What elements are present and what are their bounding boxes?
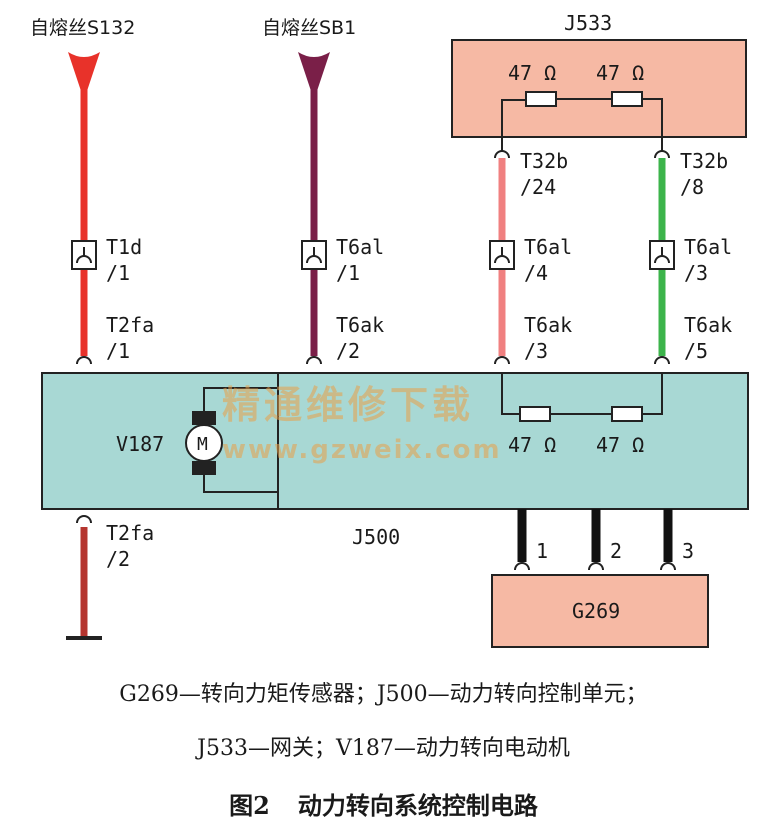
t32b8-terminal bbox=[654, 150, 670, 159]
fuse-sb1-label: 自熔丝SB1 bbox=[262, 17, 356, 39]
j533-box bbox=[451, 39, 747, 138]
j533-label: J533 bbox=[564, 11, 612, 35]
watermark-title: 精通维修下载 bbox=[222, 383, 474, 427]
t6ak2-pin: /2 bbox=[336, 339, 360, 363]
t6al4-name: T6al bbox=[524, 235, 572, 259]
t2fa2-terminal bbox=[76, 515, 92, 524]
t32b8-name: T32b bbox=[680, 149, 728, 173]
t1d-name: T1d bbox=[106, 235, 142, 259]
j500-resistor-2-label: 47 Ω bbox=[596, 433, 644, 457]
connector-t6al-3 bbox=[649, 240, 675, 270]
t6ak5-terminal bbox=[654, 356, 670, 365]
j500-label: J500 bbox=[352, 525, 400, 549]
t6al3-name: T6al bbox=[684, 235, 732, 259]
t6ak3-pin: /3 bbox=[524, 339, 548, 363]
g269-pin-1: 1 bbox=[536, 539, 548, 563]
g269-pin-3: 3 bbox=[682, 539, 694, 563]
t1d-pin: /1 bbox=[106, 261, 130, 285]
j500-internal-wire bbox=[501, 373, 520, 415]
g269-label: G269 bbox=[572, 599, 620, 623]
t2fa2-pin: /2 bbox=[106, 547, 130, 571]
t2fa1-terminal bbox=[76, 356, 92, 365]
g269-pin-2: 2 bbox=[610, 539, 622, 563]
t2fa2-name: T2fa bbox=[106, 521, 154, 545]
j500-box bbox=[41, 372, 749, 510]
connector-t6al-1 bbox=[301, 240, 327, 270]
t6al3-pin: /3 bbox=[684, 261, 708, 285]
t32b24-pin: /24 bbox=[520, 175, 556, 199]
fuse-s132-arrow bbox=[68, 52, 100, 100]
t6ak3-terminal bbox=[494, 356, 510, 365]
t6al4-pin: /4 bbox=[524, 261, 548, 285]
j500-resistor-2 bbox=[611, 406, 643, 422]
figure-caption: 图2 动力转向系统控制电路 bbox=[0, 786, 767, 821]
v187-motor-symbol bbox=[185, 424, 223, 462]
j500-resistor-1-label: 47 Ω bbox=[508, 433, 556, 457]
t32b8-pin: /8 bbox=[680, 175, 704, 199]
v187-brush-bottom bbox=[192, 461, 216, 475]
figure-title: 动力转向系统控制电路 bbox=[297, 791, 538, 820]
t6ak5-pin: /5 bbox=[684, 339, 708, 363]
t32b24-terminal bbox=[494, 150, 510, 159]
j533-resistor-2 bbox=[611, 91, 643, 107]
t6ak5-name: T6ak bbox=[684, 313, 732, 337]
t6al1-pin: /1 bbox=[336, 261, 360, 285]
watermark-url: www.gzweix.com bbox=[222, 435, 502, 465]
v187-brush-top bbox=[192, 411, 216, 425]
fuse-s132-label: 自熔丝S132 bbox=[30, 17, 135, 39]
t2fa1-name: T2fa bbox=[106, 313, 154, 337]
t6ak2-name: T6ak bbox=[336, 313, 384, 337]
j533-resistor-1 bbox=[525, 91, 557, 107]
connector-t1d bbox=[71, 240, 97, 270]
motor-m-label: M bbox=[197, 434, 208, 455]
t6ak2-terminal bbox=[306, 356, 322, 365]
legend-line-1: G269—转向力矩传感器；J500—动力转向控制单元； bbox=[119, 682, 648, 707]
figure-number: 图2 bbox=[229, 791, 270, 820]
legend-line-2: J533—网关；V187—动力转向电动机 bbox=[197, 736, 570, 761]
fuse-sb1-arrow bbox=[298, 52, 330, 100]
j500-resistor-1 bbox=[519, 406, 551, 422]
v187-circuit bbox=[203, 387, 278, 420]
j533-resistor-2-label: 47 Ω bbox=[596, 61, 644, 85]
t6al1-name: T6al bbox=[336, 235, 384, 259]
j533-internal-wire bbox=[501, 99, 526, 152]
v187-label: V187 bbox=[116, 432, 164, 456]
t6ak3-name: T6ak bbox=[524, 313, 572, 337]
t32b24-name: T32b bbox=[520, 149, 568, 173]
j533-resistor-1-label: 47 Ω bbox=[508, 61, 556, 85]
connector-t6al-4 bbox=[489, 240, 515, 270]
g269-box bbox=[491, 574, 709, 648]
t2fa1-pin: /1 bbox=[106, 339, 130, 363]
